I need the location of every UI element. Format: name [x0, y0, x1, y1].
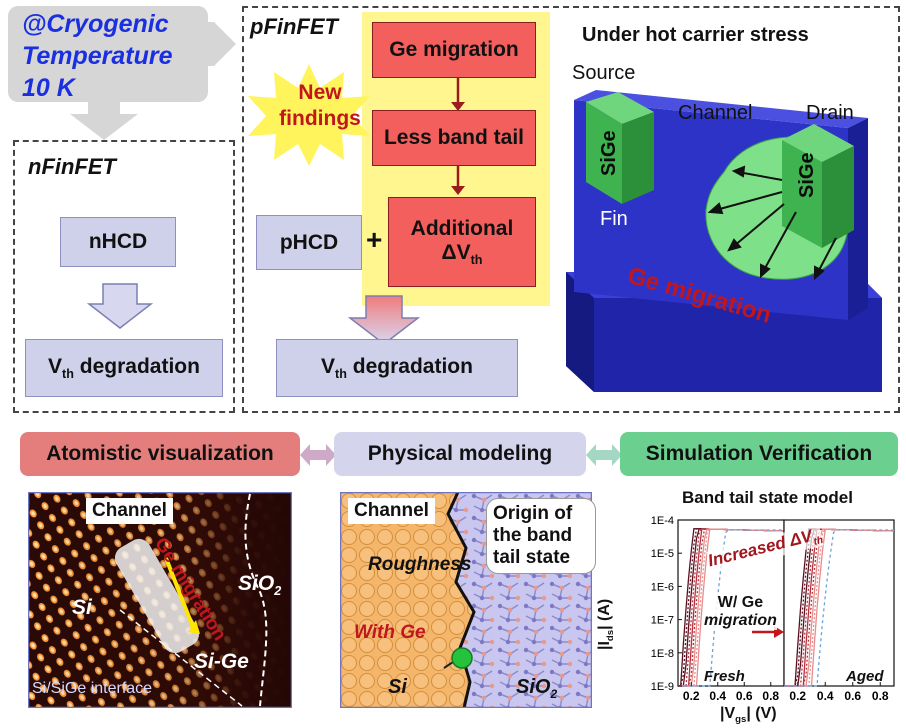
chart-x-tick-label: 0.2 [789, 689, 806, 703]
down-arrow-gradient-icon [347, 295, 421, 345]
double-arrow-icon [300, 444, 336, 466]
pfinfet-panel [242, 6, 900, 413]
chart-x-tick-label: 0.8 [872, 689, 889, 703]
flow-arrows [451, 78, 465, 195]
origin-line-1: Origin of [493, 503, 573, 524]
with-ge-label: With Ge [354, 622, 426, 643]
atomistic-visualization-bar: Atomistic visualization [20, 432, 300, 476]
roughness-label: Roughness [368, 554, 472, 575]
phcd-label: pHCD [279, 230, 339, 254]
cryogenic-line-1: @Cryogenic [22, 10, 169, 38]
p-vth-degradation-box: Vth degradation [276, 339, 518, 397]
phcd-box: pHCD [256, 215, 362, 270]
atomistic-visualization-label: Atomistic visualization [46, 442, 274, 465]
ge-migration-box: Ge migration [372, 22, 536, 78]
nfinfet-title: nFinFET [28, 154, 116, 179]
atomistic-si-label: Si [72, 596, 92, 619]
cryogenic-line-2: Temperature [22, 42, 173, 70]
additional-vth-box: Additional ΔVth [388, 197, 536, 287]
model-sio2-label: SiO2 [516, 676, 558, 701]
chart-y-tick-label: 1E-8 [651, 648, 674, 660]
chart-x-tick-label: 0.4 [709, 689, 726, 703]
physical-modeling-bar: Physical modeling [334, 432, 586, 476]
chart-y-tick-label: 1E-6 [651, 581, 674, 593]
down-arrow-icon [86, 283, 154, 329]
atomistic-channel-label: Channel [86, 498, 173, 524]
chart-x-tick-label: 0.4 [817, 689, 834, 703]
drain-label: Drain [806, 102, 854, 124]
ge-migration-box-label: Ge migration [389, 38, 519, 61]
sige-drain-label: SiGe [796, 152, 818, 198]
nhcd-label: nHCD [88, 230, 148, 253]
chart-curve [678, 528, 785, 687]
model-si-label: Si [388, 676, 407, 698]
chart-y-tick-label: 1E-5 [651, 548, 674, 560]
aged-label: Aged [846, 668, 884, 685]
chart-curve [678, 528, 785, 687]
chart-x-tick-label: 0.8 [762, 689, 779, 703]
simulation-verification-bar: Simulation Verification [620, 432, 898, 476]
atomistic-sio2-label: SiO2 [238, 572, 282, 599]
n-vth-degradation-box: Vth degradation [25, 339, 223, 397]
w-ge-migration-annotation: W/ Ge migration [704, 594, 777, 630]
chart-y-tick-label: 1E-9 [651, 681, 674, 693]
hot-carrier-title: Under hot carrier stress [582, 24, 809, 46]
origin-line-3: tail state [493, 547, 571, 568]
pfinfet-title: pFinFET [250, 14, 338, 39]
p-vth-degradation-label: Vth degradation [321, 354, 473, 382]
less-band-tail-box: Less band tail [372, 110, 536, 166]
less-band-tail-label: Less band tail [383, 126, 525, 149]
physical-modeling-label: Physical modeling [367, 442, 553, 465]
chart-x-tick-label: 0.6 [736, 689, 753, 703]
fin-label: Fin [600, 208, 628, 230]
interface-label: Si/SiGe interface [32, 680, 153, 697]
origin-callout: Origin of the band tail state [486, 498, 596, 574]
cryogenic-line-3: 10 K [22, 74, 75, 102]
starburst-icon [248, 64, 370, 166]
new-findings-label: New findings [279, 81, 361, 130]
chart-x-tick-label: 0.6 [844, 689, 861, 703]
fresh-label: Fresh [704, 668, 745, 685]
chart-ylabel: |Ids| (A) [596, 598, 617, 650]
cryogenic-arrow-shape [8, 6, 236, 140]
sige-source-label: SiGe [598, 130, 620, 176]
source-label: Source [572, 62, 636, 84]
channel-label: Channel [678, 102, 753, 124]
chart-reference-curve [784, 529, 894, 687]
plus-sign: + [366, 224, 383, 255]
simulation-verification-label: Simulation Verification [645, 442, 873, 465]
model-channel-label: Channel [348, 498, 435, 524]
chart-y-tick-label: 1E-4 [651, 515, 674, 527]
nfinfet-panel [13, 140, 235, 413]
chart-title: Band tail state model [682, 488, 853, 507]
origin-line-2: the band [493, 525, 573, 546]
chart-reference-curve [678, 529, 784, 687]
chart-x-tick-label: 0.2 [683, 689, 700, 703]
double-arrow-icon-2 [586, 444, 622, 466]
additional-label: Additional [410, 216, 514, 240]
delta-vth-label: ΔVth [441, 240, 483, 268]
atomistic-sige-label: Si-Ge [194, 650, 249, 673]
chart-y-tick-label: 1E-7 [651, 615, 674, 627]
nhcd-box: nHCD [60, 217, 176, 267]
cryogenic-label: @Cryogenic Temperature 10 K [22, 8, 173, 104]
n-vth-degradation-label: Vth degradation [48, 354, 200, 382]
finfet-device-illustration [566, 90, 882, 392]
chart-xlabel: |Vgs| (V) [720, 705, 777, 726]
atomistic-image [28, 492, 292, 708]
